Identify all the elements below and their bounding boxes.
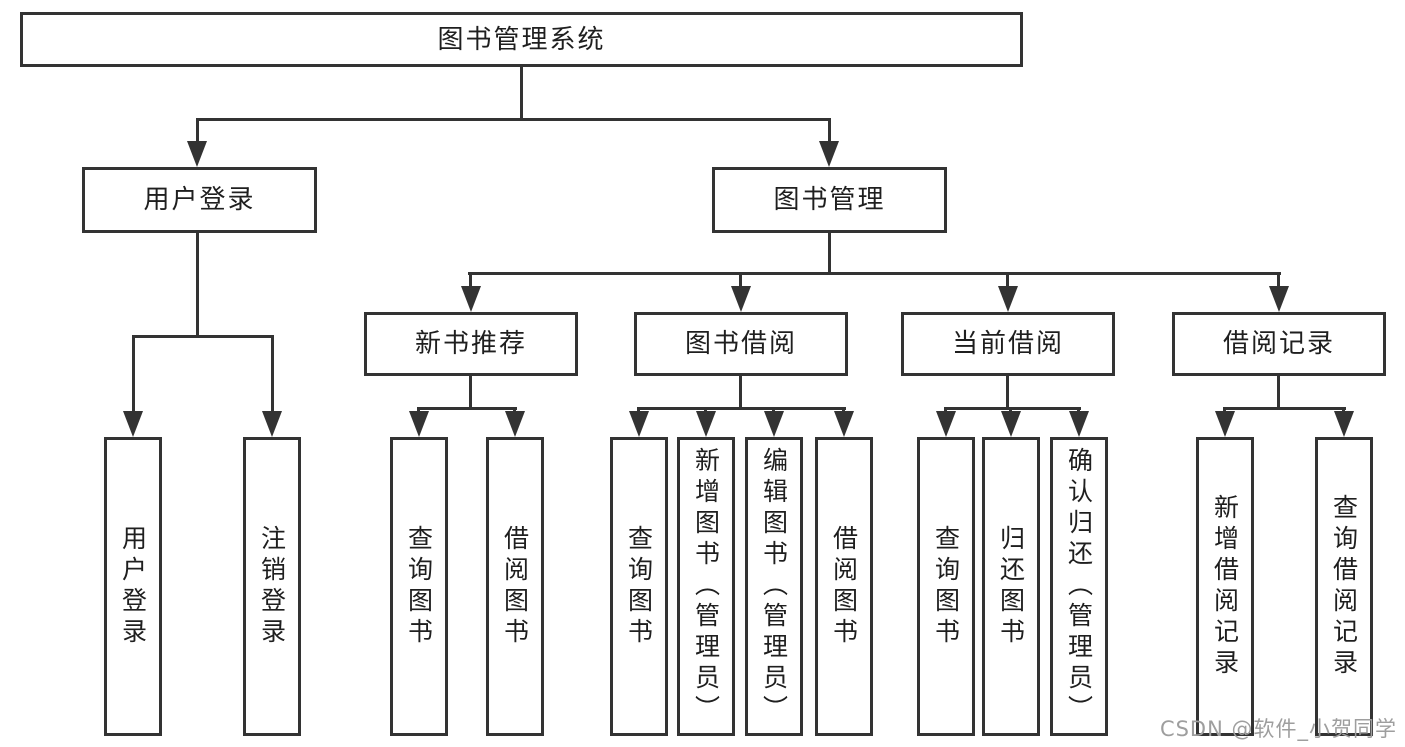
leaf-cb-confirm-return-admin: 确认归还（管理员） (1050, 437, 1108, 736)
node-user-login-label: 用户登录 (143, 185, 256, 215)
edge-line (469, 272, 472, 288)
edge-line (132, 335, 135, 412)
leaf-user-login-label: 用户登录 (118, 524, 148, 649)
arrow-down-icon (1001, 411, 1021, 437)
leaf-br-add-record: 新增借阅记录 (1196, 437, 1254, 736)
node-root-label: 图书管理系统 (437, 24, 606, 55)
edge-line (1006, 272, 1009, 288)
arrow-down-icon (123, 411, 143, 437)
arrow-down-icon (1069, 411, 1089, 437)
leaf-logout: 注销登录 (243, 437, 301, 736)
watermark-text: CSDN @软件_小贺同学 (1159, 717, 1397, 741)
arrow-down-icon (819, 141, 839, 167)
leaf-rec-borrow-books: 借阅图书 (486, 437, 544, 736)
node-book-borrow-label: 图书借阅 (684, 329, 797, 359)
leaf-br-add-record-label: 新增借阅记录 (1210, 493, 1240, 680)
leaf-logout-label: 注销登录 (257, 524, 287, 649)
leaf-cb-return-books-label: 归还图书 (996, 524, 1026, 649)
edge-line (196, 118, 199, 144)
node-book-mgmt-label: 图书管理 (773, 185, 886, 215)
leaf-rec-query-books: 查询图书 (390, 437, 448, 736)
edge-line (944, 407, 1081, 410)
edge-line (1223, 407, 1346, 410)
arrow-down-icon (505, 411, 525, 437)
edge-line (417, 407, 517, 410)
node-borrow-records-label: 借阅记录 (1222, 329, 1335, 359)
arrow-down-icon (461, 286, 481, 312)
node-current-borrow-label: 当前借阅 (951, 329, 1064, 359)
node-current-borrow: 当前借阅 (901, 312, 1115, 376)
edge-line (739, 376, 742, 407)
node-book-borrow: 图书借阅 (634, 312, 848, 376)
leaf-user-login: 用户登录 (104, 437, 162, 736)
arrow-down-icon (1269, 286, 1289, 312)
edge-line (1277, 272, 1280, 288)
node-book-mgmt: 图书管理 (712, 167, 947, 233)
edge-line (1006, 376, 1009, 407)
leaf-bb-query-books-label: 查询图书 (624, 524, 654, 649)
leaf-bb-edit-books-admin-label: 编辑图书（管理员） (759, 447, 789, 726)
leaf-cb-return-books: 归还图书 (982, 437, 1040, 736)
arrow-down-icon (1215, 411, 1235, 437)
edge-line (469, 376, 472, 407)
edge-line (520, 67, 523, 118)
arrow-down-icon (936, 411, 956, 437)
leaf-cb-query-books-label: 查询图书 (931, 524, 961, 649)
edge-line (132, 335, 274, 338)
leaf-rec-borrow-books-label: 借阅图书 (500, 524, 530, 649)
leaf-bb-add-books-admin-label: 新增图书（管理员） (691, 447, 721, 726)
leaf-cb-confirm-return-admin-label: 确认归还（管理员） (1064, 447, 1094, 726)
leaf-bb-add-books-admin: 新增图书（管理员） (677, 437, 735, 736)
arrow-down-icon (262, 411, 282, 437)
leaf-bb-borrow-books-label: 借阅图书 (829, 524, 859, 649)
leaf-bb-borrow-books: 借阅图书 (815, 437, 873, 736)
leaf-br-query-record-label: 查询借阅记录 (1329, 493, 1359, 680)
edge-line (828, 233, 831, 272)
edge-line (196, 233, 199, 335)
node-borrow-records: 借阅记录 (1172, 312, 1386, 376)
edge-line (637, 407, 846, 410)
arrow-down-icon (998, 286, 1018, 312)
edge-line (828, 118, 831, 144)
node-root: 图书管理系统 (20, 12, 1023, 67)
leaf-br-query-record: 查询借阅记录 (1315, 437, 1373, 736)
edge-line (739, 272, 742, 288)
node-user-login: 用户登录 (82, 167, 317, 233)
edge-line (196, 118, 831, 121)
arrow-down-icon (1334, 411, 1354, 437)
arrow-down-icon (696, 411, 716, 437)
arrow-down-icon (629, 411, 649, 437)
arrow-down-icon (764, 411, 784, 437)
edge-line (1277, 376, 1280, 407)
arrow-down-icon (187, 141, 207, 167)
edge-line (271, 335, 274, 412)
leaf-bb-query-books: 查询图书 (610, 437, 668, 736)
arrow-down-icon (409, 411, 429, 437)
node-new-book-rec: 新书推荐 (364, 312, 578, 376)
arrow-down-icon (731, 286, 751, 312)
leaf-rec-query-books-label: 查询图书 (404, 524, 434, 649)
leaf-cb-query-books: 查询图书 (917, 437, 975, 736)
leaf-bb-edit-books-admin: 编辑图书（管理员） (745, 437, 803, 736)
edge-line (468, 272, 1281, 275)
arrow-down-icon (834, 411, 854, 437)
node-new-book-rec-label: 新书推荐 (414, 329, 527, 359)
